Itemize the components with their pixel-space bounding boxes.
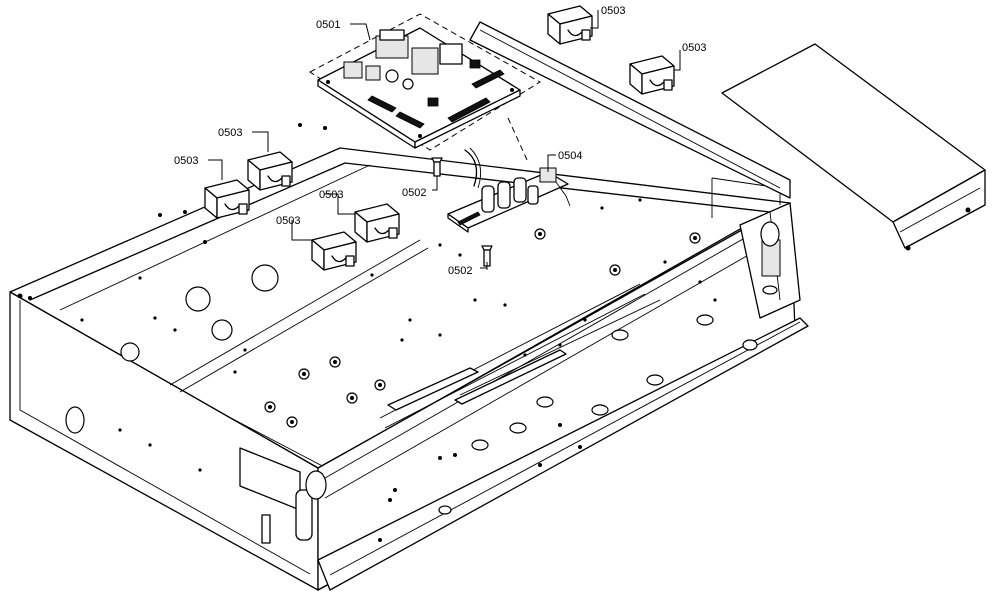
relay-left-upper	[247, 151, 293, 191]
mounting-bosses	[264, 228, 701, 428]
relay-top-2	[629, 55, 675, 95]
label-0503-top-1: 0503	[601, 5, 625, 17]
relay-mid-lower	[311, 231, 357, 271]
screw-lower	[481, 245, 493, 270]
label-0503-left-upper: 0503	[218, 127, 242, 139]
main-control-board	[309, 13, 541, 151]
leader-lines	[208, 10, 681, 269]
label-0503-mid-lower: 0503	[276, 215, 300, 227]
wire-arc	[464, 149, 478, 187]
label-0501: 0501	[316, 19, 340, 31]
label-0502-upper: 0502	[402, 187, 426, 199]
label-0503-left-lower: 0503	[174, 155, 198, 167]
label-0503-mid-upper: 0503	[319, 189, 343, 201]
small-circuit-board	[447, 167, 571, 233]
relay-left-lower	[204, 179, 250, 219]
relay-top-1	[547, 5, 593, 45]
chassis-tray	[9, 21, 809, 591]
label-0503-top-2: 0503	[682, 42, 706, 54]
label-0502-lower: 0502	[448, 265, 472, 277]
cover-plate	[721, 43, 986, 251]
small-holes	[17, 123, 717, 542]
relay-mid-upper	[354, 203, 400, 243]
label-0504: 0504	[558, 150, 582, 162]
